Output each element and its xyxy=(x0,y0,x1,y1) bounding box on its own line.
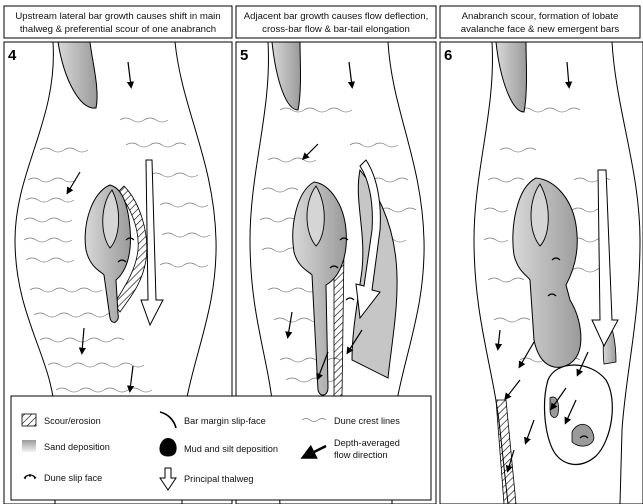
hatched-square-icon xyxy=(22,414,36,426)
panel-4-number: 4 xyxy=(8,47,17,64)
gradient-square-icon xyxy=(22,440,36,452)
panel-4-caption: Upstream lateral bar growth causes shift… xyxy=(4,6,232,38)
panel-4-caption-line1: Upstream lateral bar growth causes shift… xyxy=(15,11,220,22)
legend-bar-margin-label: Bar margin slip-face xyxy=(184,416,266,426)
legend: Scour/erosion Sand deposition Dune slip … xyxy=(11,396,431,500)
panel-5-caption-line1: Adjacent bar growth causes flow deflecti… xyxy=(244,11,429,22)
panel-5-caption-line2: cross-bar flow & bar-tail elongation xyxy=(262,24,410,35)
legend-flow-label-line1: Depth-averaged xyxy=(334,438,400,448)
panel-6-caption-line1: Anabranch scour, formation of lobate xyxy=(462,11,619,22)
legend-flow-label-line2: flow direction xyxy=(334,450,388,460)
legend-scour-label: Scour/erosion xyxy=(44,416,101,426)
legend-dune-slip-label: Dune slip face xyxy=(44,473,102,483)
legend-thalweg-label: Principal thalweg xyxy=(184,474,253,484)
legend-dune-crest-label: Dune crest lines xyxy=(334,416,400,426)
legend-sand-label: Sand deposition xyxy=(44,442,110,452)
panel-6-number: 6 xyxy=(444,47,452,64)
panel-5-number: 5 xyxy=(240,47,248,64)
legend-mud-label: Mud and silt deposition xyxy=(184,444,278,454)
panel-4-caption-line2: thalweg & preferential scour of one anab… xyxy=(20,24,216,35)
panel-6-caption: Anabranch scour, formation of lobate ava… xyxy=(440,6,640,38)
panel-6-caption-line2: avalanche face & new emergent bars xyxy=(461,24,620,35)
panel-5-caption: Adjacent bar growth causes flow deflecti… xyxy=(236,6,436,38)
